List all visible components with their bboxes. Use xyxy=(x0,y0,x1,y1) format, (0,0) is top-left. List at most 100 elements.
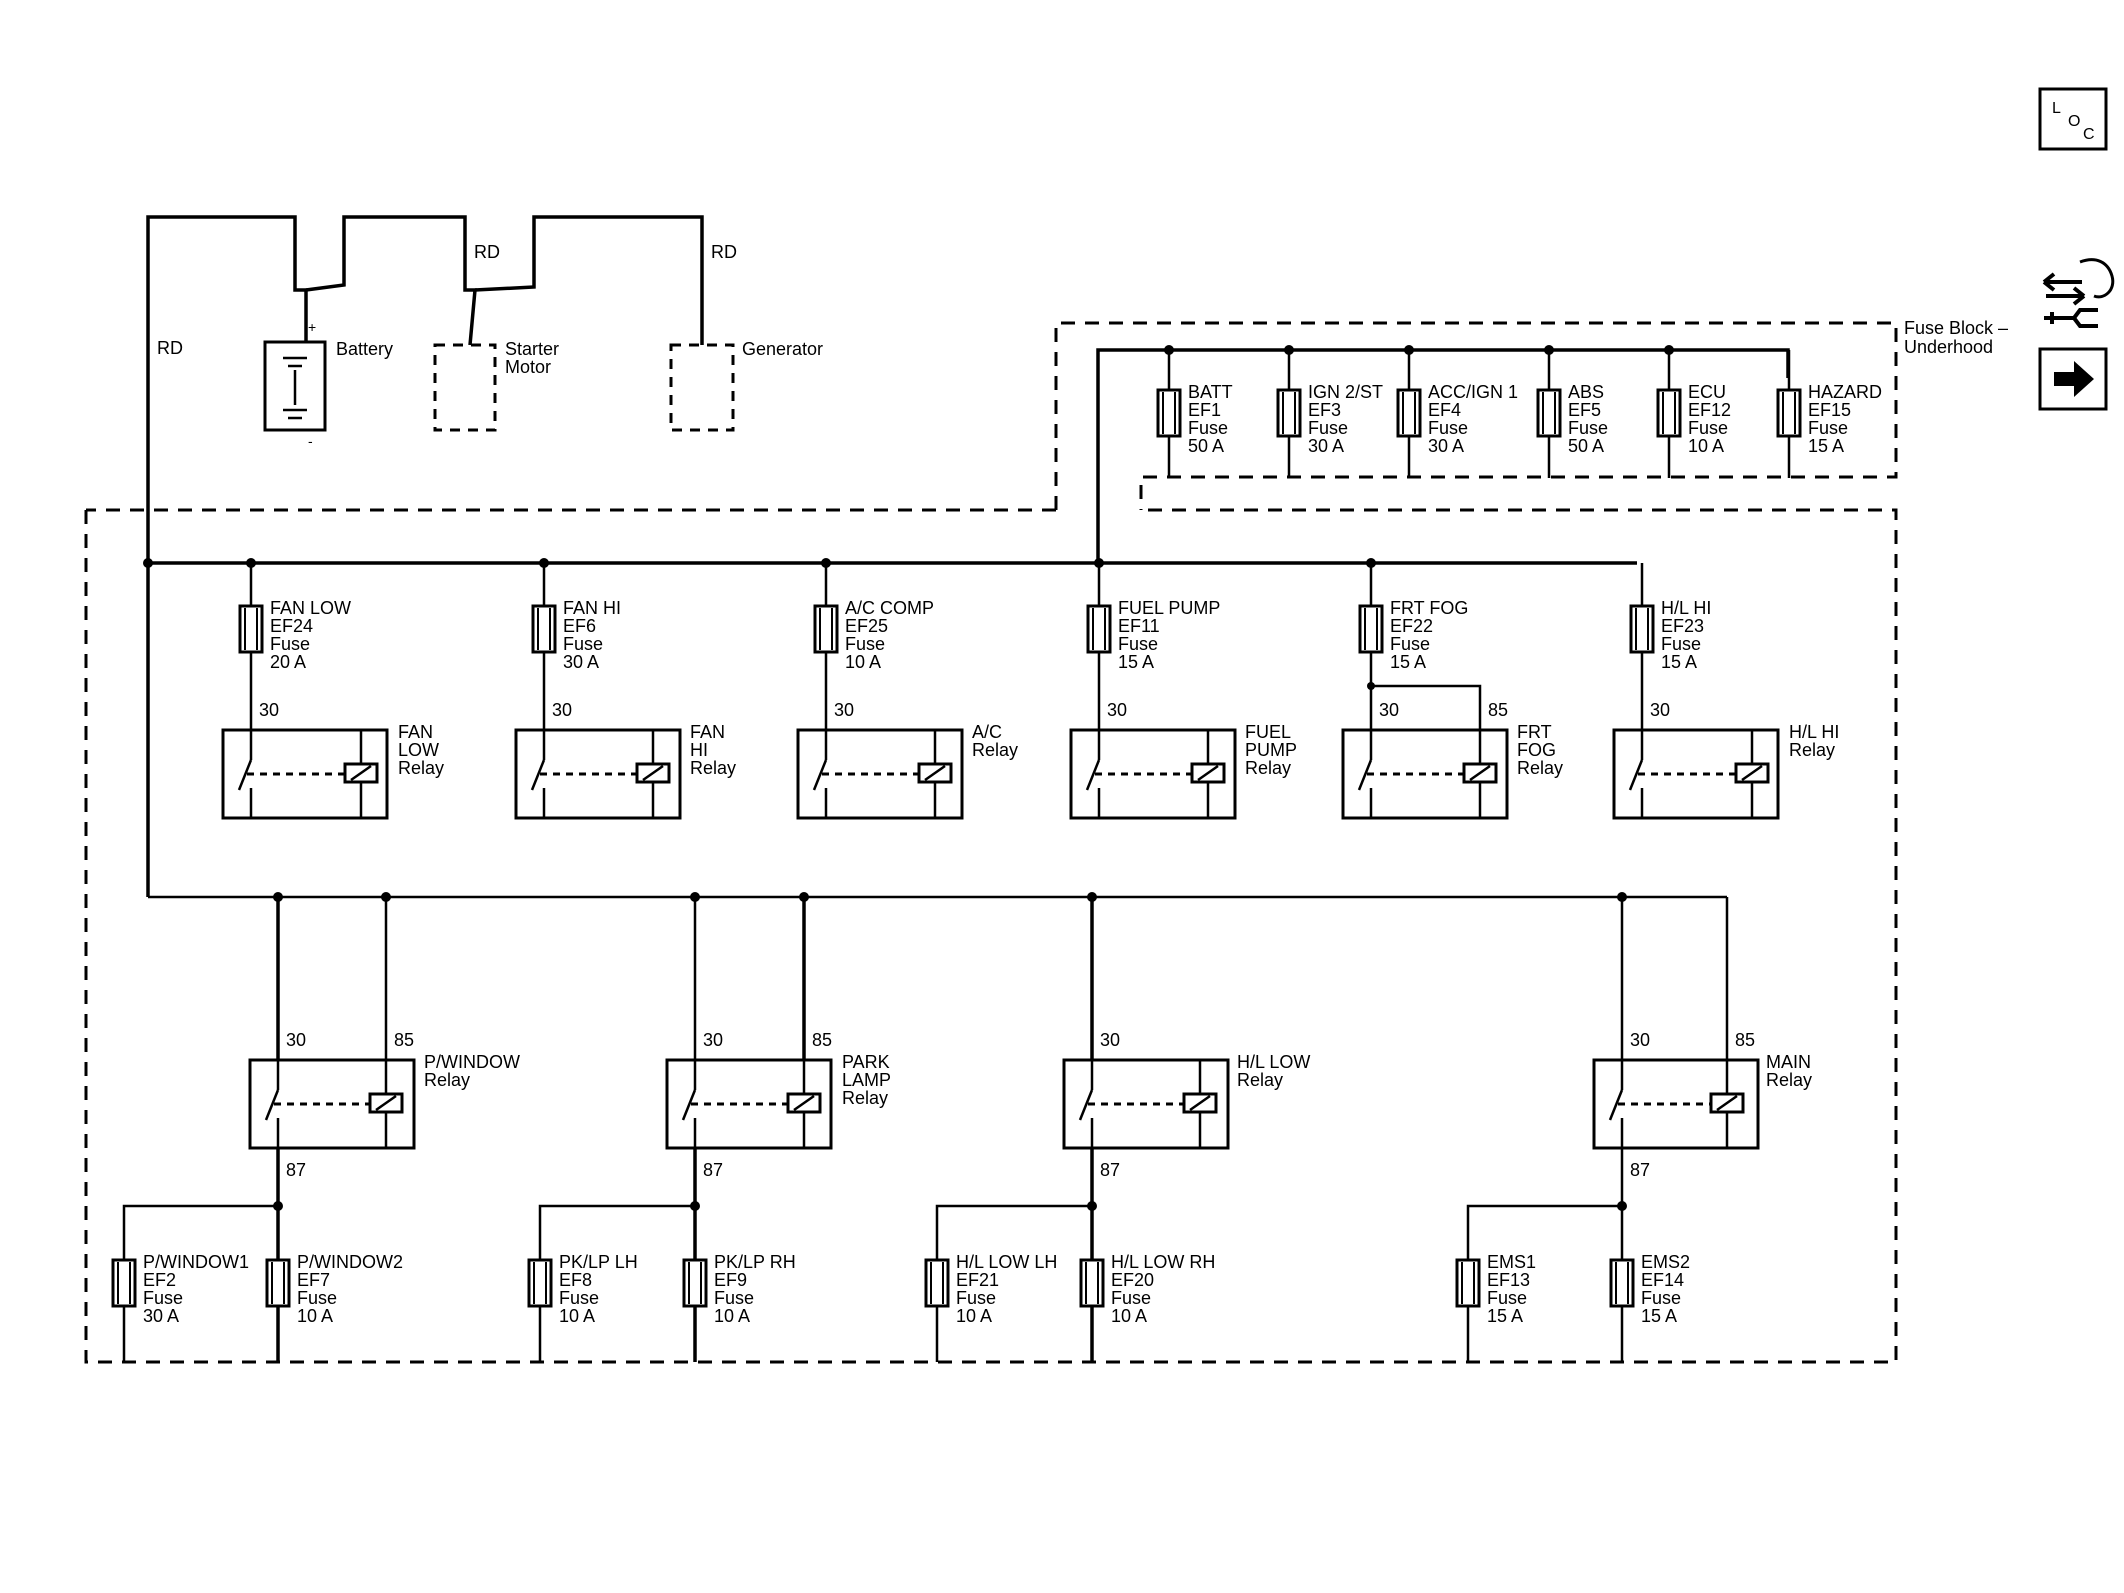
relay-pin-85: 85 xyxy=(1488,700,1508,720)
relay-name: Relay xyxy=(972,740,1018,760)
fuse-id: EF13 xyxy=(1487,1270,1530,1290)
splice-dot xyxy=(143,558,153,568)
relay-name: Relay xyxy=(1789,740,1835,760)
relay-name: Relay xyxy=(398,758,444,778)
fuse-type: Fuse xyxy=(297,1288,337,1308)
fuse-id: EF3 xyxy=(1308,400,1341,420)
splice-dot xyxy=(1544,345,1554,355)
fuse-rating: 50 A xyxy=(1568,436,1604,456)
relay-name: Relay xyxy=(842,1088,888,1108)
service-wrench xyxy=(2044,308,2098,328)
hllow-87-branch xyxy=(935,1204,1092,1362)
fuse-body xyxy=(1629,604,1655,654)
relay-name: P/WINDOW xyxy=(424,1052,520,1072)
fuse-id: EF4 xyxy=(1428,400,1461,420)
fuse-name: HAZARD xyxy=(1808,382,1882,402)
fuse-id: EF25 xyxy=(845,616,888,636)
arrow-right-icon[interactable] xyxy=(2038,347,2108,411)
relay-pin-30: 30 xyxy=(1100,1030,1120,1050)
fuse-type: Fuse xyxy=(270,634,310,654)
loc-icon[interactable]: L O C xyxy=(2038,87,2108,151)
fuse-type: Fuse xyxy=(845,634,885,654)
splice-dot xyxy=(1617,892,1627,902)
relay-name: FAN xyxy=(398,722,433,742)
fuse-id: EF6 xyxy=(563,616,596,636)
relay-name: Relay xyxy=(1245,758,1291,778)
fuse-rating: 10 A xyxy=(1111,1306,1147,1326)
fuse-id: EF23 xyxy=(1661,616,1704,636)
connector-service-icon[interactable] xyxy=(2042,258,2115,328)
fuse-type: Fuse xyxy=(1808,418,1848,438)
fuse-rating: 10 A xyxy=(1688,436,1724,456)
next-arrow-shape xyxy=(2054,361,2094,397)
fuse-type: Fuse xyxy=(1111,1288,1151,1308)
loc-icon-l: L xyxy=(2052,100,2061,117)
fuse-rating: 15 A xyxy=(1390,652,1426,672)
loc-icon-c: C xyxy=(2083,126,2095,143)
fuse-name: ECU xyxy=(1688,382,1726,402)
fuse-body xyxy=(1455,1258,1481,1308)
fuse-body xyxy=(1086,604,1112,654)
relay-name: A/C xyxy=(972,722,1002,742)
fuse-name: PK/LP LH xyxy=(559,1252,638,1272)
splice-dot xyxy=(690,1201,700,1211)
relay-switch-arm xyxy=(812,759,828,791)
starter-label-line2: Motor xyxy=(505,357,551,377)
fuse-name: FAN LOW xyxy=(270,598,351,618)
splice-dot xyxy=(1664,345,1674,355)
generator-box xyxy=(669,343,735,432)
loc-icon-o: O xyxy=(2068,113,2080,130)
fuse-body xyxy=(924,1258,950,1308)
fuse-name: IGN 2/ST xyxy=(1308,382,1383,402)
relay-pin-85: 85 xyxy=(394,1030,414,1050)
fuse-name: BATT xyxy=(1188,382,1233,402)
splice-dots xyxy=(143,345,1674,1211)
fuse-name: EMS1 xyxy=(1487,1252,1536,1272)
relay-pin-87: 87 xyxy=(1100,1160,1120,1180)
fuse-type: Fuse xyxy=(1428,418,1468,438)
splice-dot xyxy=(1284,345,1294,355)
splice-dot xyxy=(690,892,700,902)
fuse-type: Fuse xyxy=(559,1288,599,1308)
fuse-body xyxy=(1536,388,1562,438)
battery-to-starter-wire xyxy=(305,215,477,346)
fuse-rating: 15 A xyxy=(1118,652,1154,672)
battery: + - Battery xyxy=(263,319,393,449)
fuse-body xyxy=(1156,388,1182,438)
relay-pin-30: 30 xyxy=(259,700,279,720)
splice-dot xyxy=(539,558,549,568)
service-arrow-left xyxy=(2042,272,2082,292)
relay-pin-30: 30 xyxy=(1650,700,1670,720)
relay-name: Relay xyxy=(690,758,736,778)
